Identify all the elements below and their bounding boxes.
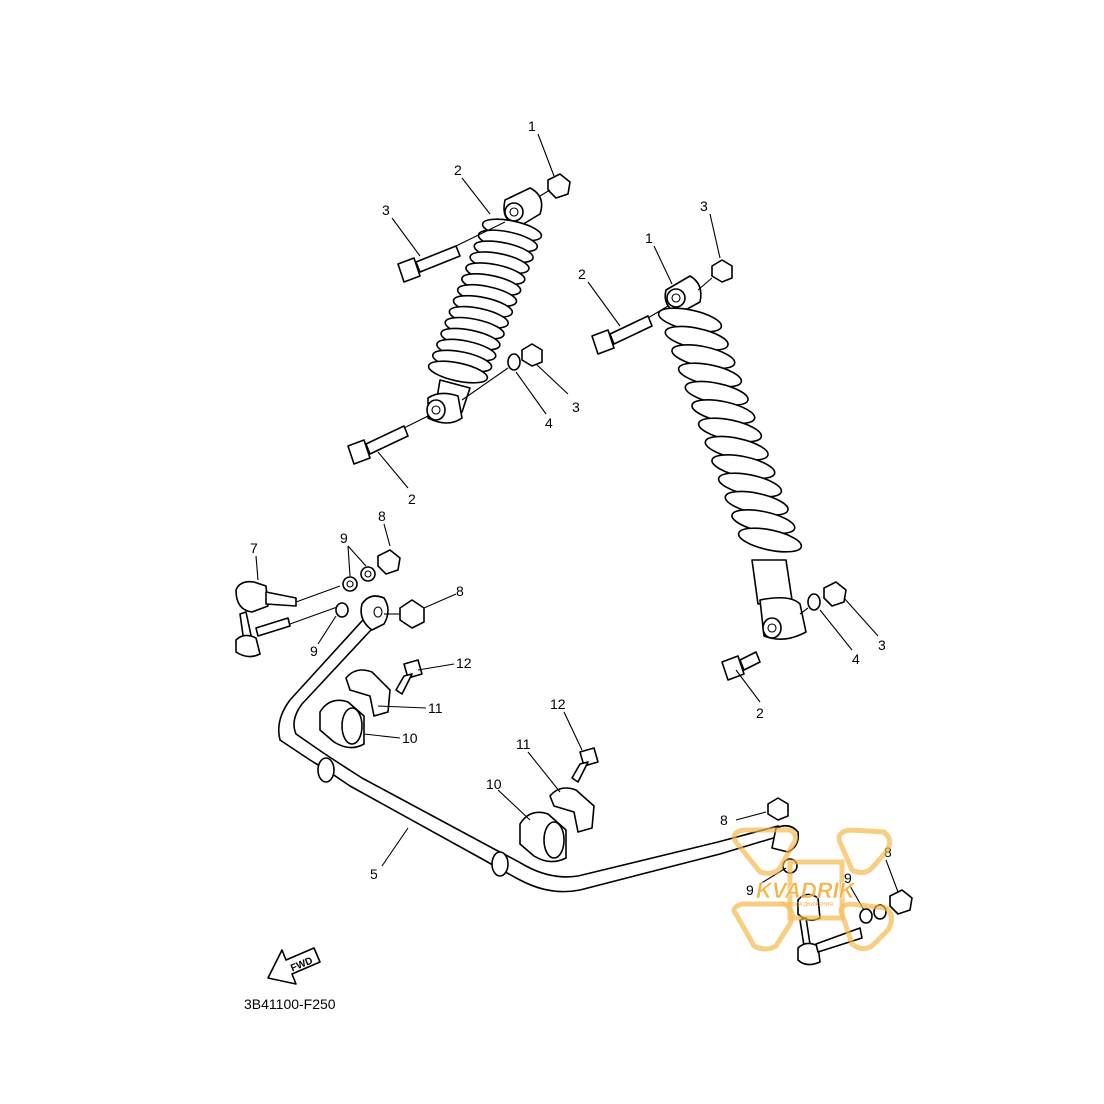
callout-2: 2 [578,266,586,282]
bolt-2-left-top [397,221,506,283]
callout-2: 3 [382,202,390,218]
bushing-10-left [319,699,365,749]
nut-8-left-top [377,549,401,575]
fwd-arrow-icon: FWD [267,947,321,985]
left-shock-absorber [426,187,543,424]
callout-2: 2 [408,491,416,507]
callout-8: 8 [378,508,386,524]
left-spring [427,218,543,384]
spring-coil [427,360,489,384]
callout-2: 2 [756,705,764,721]
washer-4-left [507,353,521,371]
callout-11: 11 [428,700,443,716]
nut-8-right-bottom [889,889,913,915]
callout-1: 1 [645,230,653,246]
washer-4-right [807,593,821,611]
right-spring [657,307,803,553]
bolt-2-left-bottom [347,415,429,465]
washer-9-left-b [360,566,376,582]
watermark-brand: KVADRIK [756,878,857,903]
callout-8: 8 [720,812,728,828]
callout-9: 9 [746,882,754,898]
washer-9-left-c [335,602,349,618]
callout-9: 9 [340,530,348,546]
callout-3: 1 [528,118,536,134]
nut-3-left-bottom [521,343,543,367]
callout-12: 12 [456,655,472,671]
bolt-12-left [395,659,423,695]
link-rod-7-right [797,893,863,966]
leader-lines [255,133,899,911]
bracket-11-left [345,669,391,717]
bolt-12-center [571,747,599,783]
callout-4: 4 [545,415,553,431]
nut-8-left-bottom [399,599,425,629]
nut-3-left-top [539,173,571,199]
link-rod-7-left [235,580,341,658]
callout-9: 9 [310,643,318,659]
callout-10: 10 [402,730,418,746]
callout-7: 7 [250,540,258,556]
callout-3: 3 [572,399,580,415]
callout-8: 8 [456,583,464,599]
kvadrik-watermark-logo: KVADRIK СВОБОДА ДВИЖЕНИЯ [731,827,894,952]
spring-coil [737,527,803,553]
washer-9-left-a [342,576,358,592]
nut-3-right-top [697,259,733,291]
callout-9: 9 [844,870,852,886]
nut-3-right-bottom [823,581,847,607]
callout-numbers: 1 2 3 3 1 2 3 4 2 2 4 3 8 9 7 8 9 12 11 … [250,118,892,898]
callout-3: 3 [700,198,708,214]
bracket-11-center [549,787,595,833]
right-shock-absorber [657,275,807,640]
callout-3: 3 [878,637,886,653]
part-code: 3B41100-F250 [244,996,336,1012]
callout-10: 10 [486,776,502,792]
callout-5: 5 [370,866,378,882]
callout-1: 2 [454,162,462,178]
bushing-10-center [519,811,567,863]
bolt-2-right-top [591,305,669,355]
callout-4: 4 [852,651,860,667]
nut-8-right-top [767,797,789,821]
washer-9-right-b [859,908,873,924]
watermark-tagline: СВОБОДА ДВИЖЕНИЯ [778,902,833,908]
callout-11: 11 [516,736,531,752]
callout-12: 12 [550,696,566,712]
